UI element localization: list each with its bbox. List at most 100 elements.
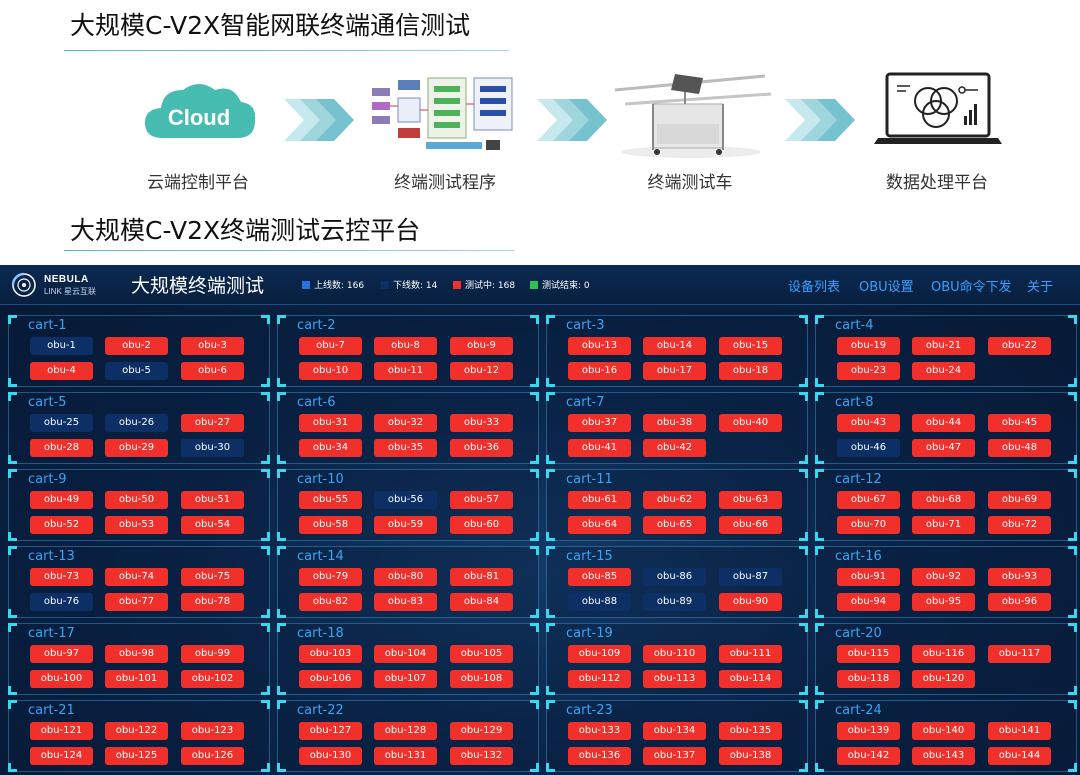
obu-button[interactable]: obu-116 [912,645,975,663]
obu-button[interactable]: obu-143 [912,747,975,765]
obu-button[interactable]: obu-111 [719,645,782,663]
obu-button[interactable]: obu-11 [374,362,437,380]
obu-button[interactable]: obu-83 [374,593,437,611]
obu-button[interactable]: obu-32 [374,414,437,432]
obu-button[interactable]: obu-62 [643,491,706,509]
obu-button[interactable]: obu-43 [837,414,900,432]
obu-button[interactable]: obu-26 [105,414,168,432]
obu-button[interactable]: obu-138 [719,747,782,765]
obu-button[interactable]: obu-109 [568,645,631,663]
obu-button[interactable]: obu-81 [450,568,513,586]
obu-button[interactable]: obu-35 [374,439,437,457]
obu-button[interactable]: obu-34 [299,439,362,457]
obu-button[interactable]: obu-100 [30,670,93,688]
obu-button[interactable]: obu-120 [912,670,975,688]
obu-button[interactable]: obu-24 [912,362,975,380]
obu-button[interactable]: obu-65 [643,516,706,534]
obu-button[interactable]: obu-45 [988,414,1051,432]
obu-button[interactable]: obu-16 [568,362,631,380]
obu-button[interactable]: obu-6 [181,362,244,380]
obu-button[interactable]: obu-70 [837,516,900,534]
obu-button[interactable]: obu-131 [374,747,437,765]
obu-button[interactable]: obu-54 [181,516,244,534]
obu-button[interactable]: obu-31 [299,414,362,432]
obu-button[interactable]: obu-95 [912,593,975,611]
obu-button[interactable]: obu-105 [450,645,513,663]
obu-button[interactable]: obu-102 [181,670,244,688]
obu-button[interactable]: obu-114 [719,670,782,688]
obu-button[interactable]: obu-3 [181,337,244,355]
obu-button[interactable]: obu-135 [719,722,782,740]
obu-button[interactable]: obu-60 [450,516,513,534]
obu-button[interactable]: obu-30 [181,439,244,457]
obu-button[interactable]: obu-80 [374,568,437,586]
obu-button[interactable]: obu-71 [912,516,975,534]
obu-button[interactable]: obu-44 [912,414,975,432]
obu-button[interactable]: obu-59 [374,516,437,534]
nav-obu-settings[interactable]: OBU设置 [859,280,914,295]
obu-button[interactable]: obu-46 [837,439,900,457]
obu-button[interactable]: obu-118 [837,670,900,688]
obu-button[interactable]: obu-136 [568,747,631,765]
obu-button[interactable]: obu-144 [988,747,1051,765]
obu-button[interactable]: obu-74 [105,568,168,586]
obu-button[interactable]: obu-18 [719,362,782,380]
obu-button[interactable]: obu-94 [837,593,900,611]
obu-button[interactable]: obu-88 [568,593,631,611]
obu-button[interactable]: obu-63 [719,491,782,509]
obu-button[interactable]: obu-101 [105,670,168,688]
obu-button[interactable]: obu-14 [643,337,706,355]
obu-button[interactable]: obu-73 [30,568,93,586]
obu-button[interactable]: obu-41 [568,439,631,457]
obu-button[interactable]: obu-4 [30,362,93,380]
obu-button[interactable]: obu-15 [719,337,782,355]
obu-button[interactable]: obu-106 [299,670,362,688]
obu-button[interactable]: obu-72 [988,516,1051,534]
obu-button[interactable]: obu-76 [30,593,93,611]
obu-button[interactable]: obu-93 [988,568,1051,586]
obu-button[interactable]: obu-8 [374,337,437,355]
obu-button[interactable]: obu-42 [643,439,706,457]
obu-button[interactable]: obu-7 [299,337,362,355]
obu-button[interactable]: obu-47 [912,439,975,457]
obu-button[interactable]: obu-92 [912,568,975,586]
obu-button[interactable]: obu-9 [450,337,513,355]
obu-button[interactable]: obu-123 [181,722,244,740]
obu-button[interactable]: obu-64 [568,516,631,534]
obu-button[interactable]: obu-86 [643,568,706,586]
obu-button[interactable]: obu-27 [181,414,244,432]
obu-button[interactable]: obu-129 [450,722,513,740]
obu-button[interactable]: obu-77 [105,593,168,611]
obu-button[interactable]: obu-37 [568,414,631,432]
obu-button[interactable]: obu-2 [105,337,168,355]
obu-button[interactable]: obu-103 [299,645,362,663]
obu-button[interactable]: obu-130 [299,747,362,765]
obu-button[interactable]: obu-132 [450,747,513,765]
obu-button[interactable]: obu-134 [643,722,706,740]
obu-button[interactable]: obu-19 [837,337,900,355]
obu-button[interactable]: obu-78 [181,593,244,611]
obu-button[interactable]: obu-5 [105,362,168,380]
obu-button[interactable]: obu-141 [988,722,1051,740]
obu-button[interactable]: obu-40 [719,414,782,432]
obu-button[interactable]: obu-1 [30,337,93,355]
obu-button[interactable]: obu-61 [568,491,631,509]
nav-about[interactable]: 关于 [1027,280,1054,295]
obu-button[interactable]: obu-66 [719,516,782,534]
obu-button[interactable]: obu-115 [837,645,900,663]
obu-button[interactable]: obu-67 [837,491,900,509]
obu-button[interactable]: obu-124 [30,747,93,765]
obu-button[interactable]: obu-51 [181,491,244,509]
obu-button[interactable]: obu-91 [837,568,900,586]
obu-button[interactable]: obu-22 [988,337,1051,355]
obu-button[interactable]: obu-113 [643,670,706,688]
obu-button[interactable]: obu-55 [299,491,362,509]
obu-button[interactable]: obu-33 [450,414,513,432]
obu-button[interactable]: obu-127 [299,722,362,740]
obu-button[interactable]: obu-58 [299,516,362,534]
obu-button[interactable]: obu-57 [450,491,513,509]
obu-button[interactable]: obu-17 [643,362,706,380]
obu-button[interactable]: obu-29 [105,439,168,457]
obu-button[interactable]: obu-85 [568,568,631,586]
obu-button[interactable]: obu-142 [837,747,900,765]
